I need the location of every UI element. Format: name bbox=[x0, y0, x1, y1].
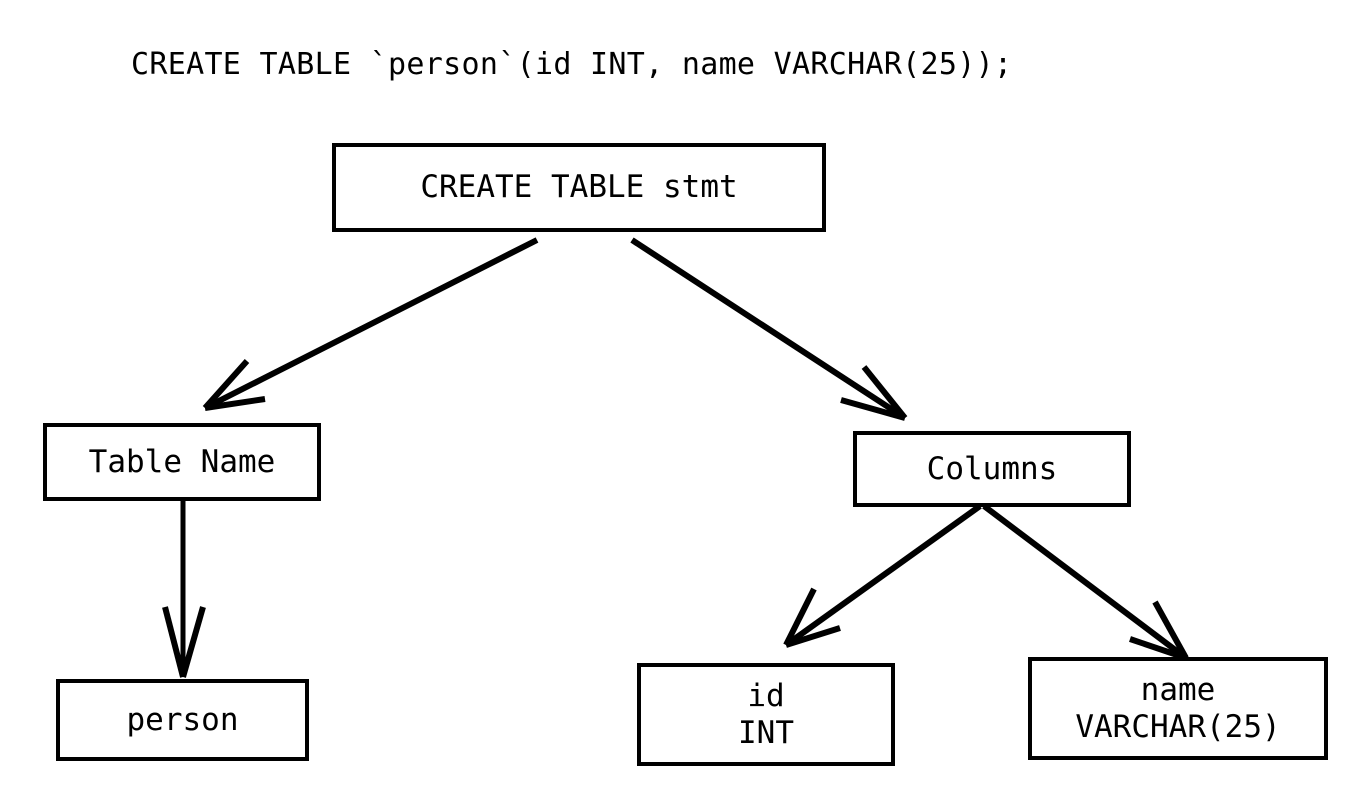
node-root-line-1: CREATE TABLE stmt bbox=[420, 169, 738, 206]
node-col-id-line-1: id bbox=[747, 677, 785, 714]
node-table-name[interactable]: Table Name bbox=[43, 423, 321, 501]
edge-root-to-columns bbox=[630, 237, 908, 421]
edge-root-to-table-name bbox=[202, 237, 539, 411]
node-col-name-line-2: VARCHAR(25) bbox=[1075, 708, 1281, 745]
node-col-id-line-2: INT bbox=[738, 714, 794, 751]
sql-statement-text: CREATE TABLE `person`(id INT, name VARCH… bbox=[131, 47, 1013, 82]
node-person[interactable]: person bbox=[56, 679, 309, 761]
node-col-id[interactable]: id INT bbox=[637, 663, 895, 766]
node-person-line-1: person bbox=[126, 701, 239, 738]
node-table-name-line-1: Table Name bbox=[88, 443, 276, 480]
edge-table-name-to-person bbox=[162, 500, 206, 678]
node-col-name[interactable]: name VARCHAR(25) bbox=[1028, 657, 1328, 760]
node-root[interactable]: CREATE TABLE stmt bbox=[332, 143, 826, 232]
node-col-name-line-1: name bbox=[1140, 671, 1216, 708]
edge-columns-to-col-name bbox=[982, 503, 1189, 661]
node-columns-line-1: Columns bbox=[926, 450, 1058, 487]
node-columns[interactable]: Columns bbox=[853, 431, 1131, 507]
edge-columns-to-col-id bbox=[783, 503, 982, 648]
